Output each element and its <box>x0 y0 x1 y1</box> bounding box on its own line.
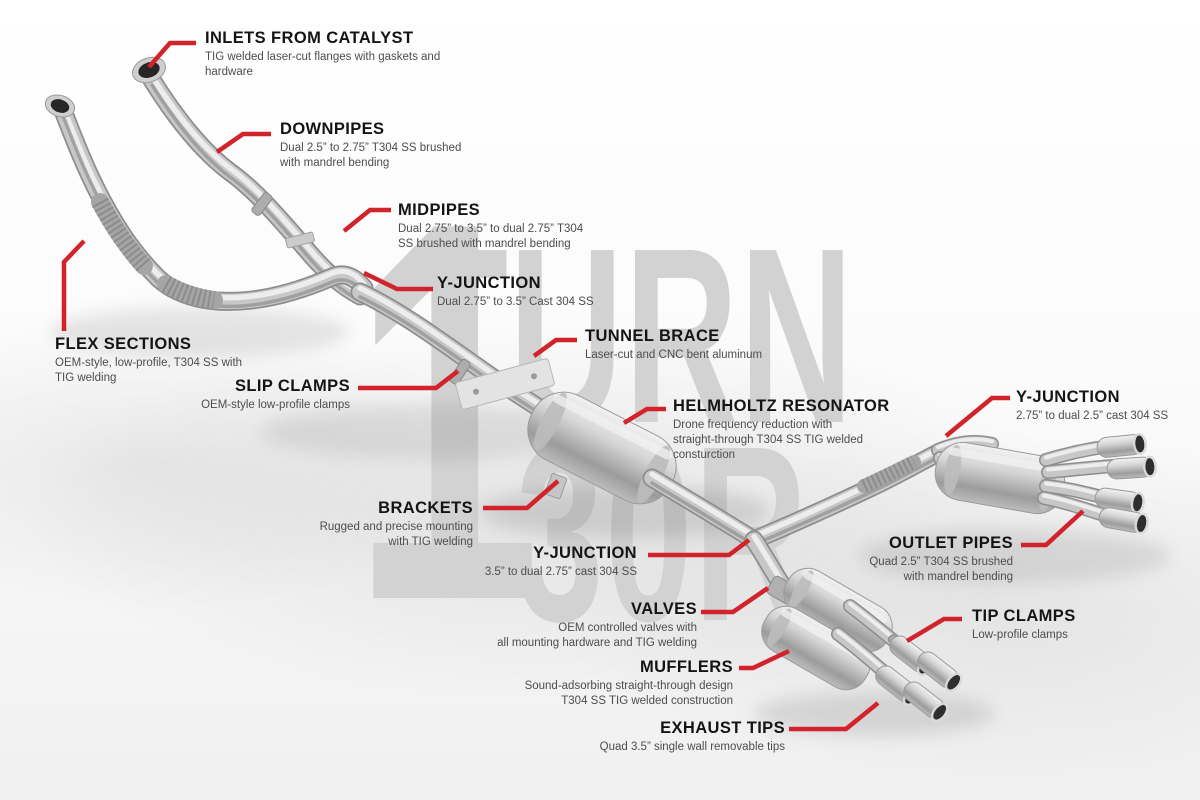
leader-line-flex-sections <box>61 239 86 331</box>
callout-title: HELMHOLTZ RESONATOR <box>673 397 890 415</box>
callout-title: VALVES <box>631 600 697 618</box>
callout-mufflers: MUFFLERS Sound-adsorbing straight-throug… <box>473 658 733 709</box>
callout-tunnel-brace: TUNNEL BRACE Laser-cut and CNC bent alum… <box>585 327 845 363</box>
callout-exhaust-tips: EXHAUST TIPS Quad 3.5” single wall remov… <box>525 719 785 755</box>
exhaust-tip <box>1096 432 1147 458</box>
callout-brackets: BRACKETS Rugged and precise mounting wit… <box>213 499 473 550</box>
exhaust-tip <box>903 681 949 723</box>
leader-line-tunnel-brace <box>532 337 577 358</box>
leader-line-valves <box>701 586 770 615</box>
exhaust-tip <box>1094 487 1145 514</box>
callout-helmholtz-resonator: HELMHOLTZ RESONATOR Drone frequency redu… <box>673 397 908 463</box>
leader-line-downpipes <box>215 131 271 154</box>
leader-lines <box>61 40 1085 732</box>
leader-line-outlet-pipes <box>1021 509 1085 548</box>
callout-title: BRACKETS <box>378 499 473 517</box>
leader-line-y-junction-front <box>363 270 433 292</box>
callout-title: INLETS FROM CATALYST <box>205 29 414 47</box>
callout-title: MUFFLERS <box>639 658 733 676</box>
callout-slip-clamps: SLIP CLAMPS OEM-style low-profile clamps <box>90 377 350 413</box>
leader-line-inlets <box>147 40 196 69</box>
callout-desc: Drone frequency reduction with straight-… <box>673 419 864 461</box>
exhaust-tip <box>1098 507 1149 535</box>
ground-shadows <box>50 307 1170 736</box>
callout-desc: Low-profile clamps <box>972 629 1068 641</box>
callout-desc: Rugged and precise mounting with TIG wel… <box>319 521 473 548</box>
callout-tip-clamps: TIP CLAMPS Low-profile clamps <box>972 607 1142 643</box>
mounting-bracket <box>544 472 568 500</box>
callout-inlets-from-catalyst: INLETS FROM CATALYST TIG welded laser-cu… <box>205 29 465 80</box>
callout-title: EXHAUST TIPS <box>660 719 785 737</box>
callout-title: DOWNPIPES <box>280 120 385 138</box>
leader-line-y-junction-mid <box>648 538 751 558</box>
callout-title: Y-JUNCTION <box>533 544 637 562</box>
callout-desc: 2.75” to dual 2.5” cast 304 SS <box>1016 410 1169 422</box>
inlet-flange-left <box>44 94 76 118</box>
callout-valves: VALVES OEM controlled valves with all mo… <box>437 600 697 651</box>
callout-desc: Sound-adsorbing straight-through design … <box>524 680 733 707</box>
leader-line-mufflers <box>739 648 790 671</box>
slip-clamp-2 <box>449 359 471 385</box>
callout-desc: Dual 2.5” to 2.75” T304 SS brushed with … <box>280 142 462 169</box>
slip-clamp-1 <box>251 192 273 216</box>
callout-desc: Quad 2.5” T304 SS brushed with mandrel b… <box>869 556 1013 583</box>
callout-y-junction-rear: Y-JUNCTION 2.75” to dual 2.5” cast 304 S… <box>1016 388 1196 424</box>
callout-desc: 3.5” to dual 2.75” cast 304 SS <box>484 566 637 578</box>
leader-line-tip-clamps <box>905 616 962 643</box>
callout-title: Y-JUNCTION <box>437 274 541 292</box>
callout-desc: OEM-style low-profile clamps <box>201 399 350 411</box>
flex-section-lower <box>157 275 223 309</box>
leader-line-brackets <box>483 479 560 511</box>
callout-title: MIDPIPES <box>398 201 481 219</box>
callout-title: FLEX SECTIONS <box>55 335 192 353</box>
callout-desc: Dual 2.75” to 3.5” to dual 2.75” T304 SS… <box>398 223 584 250</box>
flex-section-rear <box>857 455 921 493</box>
callout-title: OUTLET PIPES <box>889 534 1013 552</box>
callout-title: TUNNEL BRACE <box>585 327 720 345</box>
downpipe-run-a <box>152 76 360 301</box>
hanger-bracket <box>285 231 315 249</box>
callout-midpipes: MIDPIPES Dual 2.75” to 3.5” to dual 2.75… <box>398 201 658 252</box>
callout-desc: OEM controlled valves with all mounting … <box>497 622 697 649</box>
callout-y-junction-front: Y-JUNCTION Dual 2.75” to 3.5” Cast 304 S… <box>437 274 697 310</box>
callout-desc: TIG welded laser-cut flanges with gasket… <box>205 51 441 78</box>
leader-line-helmholtz <box>622 406 666 425</box>
callout-desc: Dual 2.75” to 3.5” Cast 304 SS <box>437 296 594 308</box>
leader-line-slip-clamps <box>358 369 460 391</box>
tunnel-brace-plate <box>455 358 555 410</box>
callout-title: Y-JUNCTION <box>1016 388 1120 406</box>
flex-section-front <box>91 193 153 275</box>
callout-desc: Laser-cut and CNC bent aluminum <box>585 349 763 361</box>
callout-title: TIP CLAMPS <box>972 607 1076 625</box>
callout-downpipes: DOWNPIPES Dual 2.5” to 2.75” T304 SS bru… <box>280 120 540 171</box>
callout-y-junction-mid: Y-JUNCTION 3.5” to dual 2.75” cast 304 S… <box>377 544 637 580</box>
callout-title: SLIP CLAMPS <box>234 377 350 395</box>
callout-flex-sections: FLEX SECTIONS OEM-style, low-profile, T3… <box>55 335 290 386</box>
leader-line-exhaust-tips <box>789 701 880 732</box>
leader-line-y-junction-rear <box>944 395 1010 438</box>
callout-outlet-pipes: OUTLET PIPES Quad 2.5” T304 SS brushed w… <box>753 534 1013 585</box>
inlet-flange-top <box>132 56 166 84</box>
callout-desc: Quad 3.5” single wall removable tips <box>599 741 785 753</box>
exhaust-tip <box>917 651 963 693</box>
callout-desc: OEM-style, low-profile, T304 SS with TIG… <box>55 357 243 384</box>
muffler-body-lower <box>761 605 871 691</box>
exhaust-tip <box>1106 455 1157 480</box>
leader-line-midpipes <box>342 207 391 233</box>
